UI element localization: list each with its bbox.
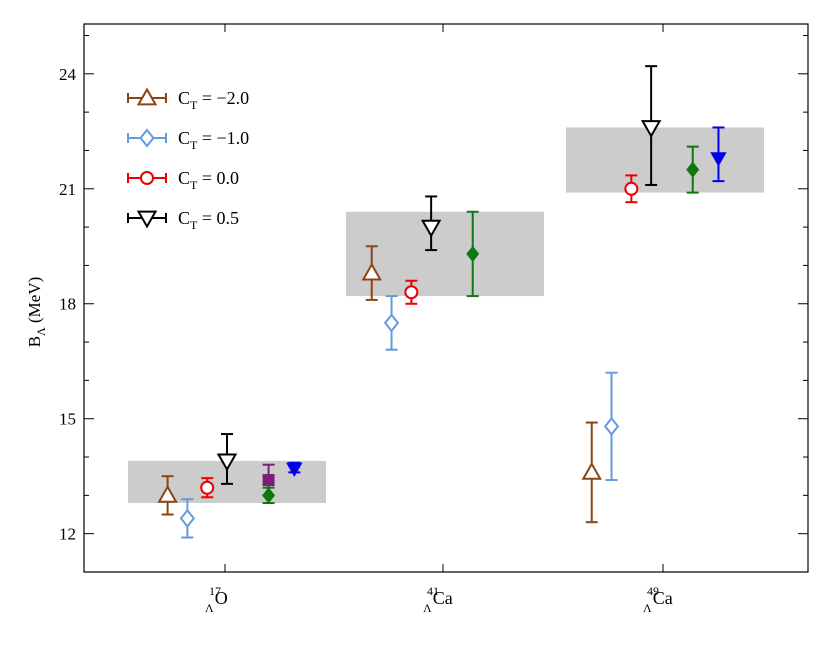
diamond-marker bbox=[466, 245, 480, 263]
data-point bbox=[581, 421, 602, 524]
data-point bbox=[466, 210, 480, 298]
square-marker bbox=[262, 474, 275, 487]
circle-marker bbox=[140, 171, 154, 185]
data-point bbox=[404, 279, 419, 305]
circle-marker bbox=[624, 181, 639, 196]
diamond-marker bbox=[603, 416, 620, 436]
legend-label-sub: T bbox=[190, 138, 198, 152]
y-tick-label: 18 bbox=[59, 295, 76, 314]
data-point bbox=[200, 477, 215, 499]
legend-label-rest: = 0.5 bbox=[197, 208, 239, 228]
category-lambda-subscript: Λ bbox=[643, 601, 652, 615]
y-axis-label: BΛ (MeV) bbox=[25, 277, 48, 348]
triangle-up-marker bbox=[157, 484, 178, 503]
y-tick-label: 15 bbox=[59, 410, 76, 429]
data-point bbox=[603, 371, 620, 482]
circle-marker bbox=[200, 480, 215, 495]
shaded-band bbox=[346, 211, 544, 297]
data-point bbox=[710, 126, 727, 183]
legend-label-rest: = 0.0 bbox=[197, 168, 239, 188]
triangle-down-marker bbox=[136, 210, 158, 229]
diamond-marker bbox=[262, 487, 276, 504]
legend-item: CT = 0.0 bbox=[127, 168, 239, 192]
data-point bbox=[640, 65, 662, 186]
data-point bbox=[286, 461, 303, 478]
plot-frame bbox=[83, 23, 809, 573]
category-mass-number: 49 bbox=[647, 584, 659, 598]
triangle-down-marker bbox=[710, 152, 727, 167]
legend-item: CT = 0.5 bbox=[127, 208, 239, 232]
category-lambda-subscript: Λ bbox=[205, 601, 214, 615]
data-point bbox=[361, 245, 382, 301]
diamond-marker bbox=[139, 128, 155, 148]
legend-label: CT = −1.0 bbox=[178, 128, 249, 152]
y-tick-label: 24 bbox=[59, 65, 77, 84]
triangle-up-marker bbox=[581, 461, 602, 480]
legend-label-main: C bbox=[178, 208, 190, 228]
category-element-symbol: O bbox=[215, 588, 228, 608]
legend-label-sub: T bbox=[190, 178, 198, 192]
triangle-down-marker bbox=[286, 462, 303, 478]
diamond-marker bbox=[686, 161, 700, 178]
legend-label-rest: = −1.0 bbox=[197, 128, 249, 148]
legend-label-sub: T bbox=[190, 98, 198, 112]
triangle-up-marker bbox=[361, 262, 382, 281]
y-axis-label-main: B bbox=[25, 336, 44, 347]
category-lambda-subscript: Λ bbox=[423, 601, 432, 615]
category-element-symbol: Ca bbox=[653, 588, 673, 608]
category-element-symbol: Ca bbox=[433, 588, 453, 608]
shaded-band bbox=[566, 127, 764, 193]
y-axis-label-sub: Λ bbox=[34, 327, 48, 336]
triangle-down-marker bbox=[640, 120, 662, 138]
diamond-marker bbox=[383, 313, 400, 333]
category-mass-number: 41 bbox=[427, 584, 439, 598]
circle-marker bbox=[404, 285, 419, 300]
legend-item: CT = −2.0 bbox=[127, 87, 249, 112]
legend-label-sub: T bbox=[190, 218, 198, 232]
data-point bbox=[686, 145, 700, 194]
triangle-down-marker bbox=[420, 219, 442, 238]
diamond-marker bbox=[179, 508, 196, 528]
legend-label-main: C bbox=[178, 168, 190, 188]
legend-label-rest: = −2.0 bbox=[197, 88, 249, 108]
triangle-down-marker bbox=[216, 453, 238, 472]
y-tick-label: 12 bbox=[59, 525, 76, 544]
legend: CT = −2.0CT = −1.0CT = 0.0CT = 0.5 bbox=[127, 87, 249, 232]
data-point bbox=[157, 475, 178, 516]
category-mass-number: 17 bbox=[209, 584, 221, 598]
legend-item: CT = −1.0 bbox=[127, 128, 249, 152]
y-tick-label: 21 bbox=[59, 180, 76, 199]
data-point bbox=[262, 486, 276, 505]
data-point bbox=[216, 433, 238, 485]
data-point bbox=[383, 295, 400, 351]
legend-label-main: C bbox=[178, 128, 190, 148]
legend-label: CT = −2.0 bbox=[178, 88, 249, 112]
data-point bbox=[420, 195, 442, 252]
legend-label: CT = 0.5 bbox=[178, 208, 239, 232]
triangle-up-marker bbox=[136, 87, 158, 106]
marks-layer bbox=[157, 65, 727, 539]
data-point bbox=[624, 174, 639, 204]
data-point bbox=[179, 498, 196, 539]
legend-label-main: C bbox=[178, 88, 190, 108]
legend-label: CT = 0.0 bbox=[178, 168, 239, 192]
y-axis-label-unit: (MeV) bbox=[25, 277, 44, 328]
